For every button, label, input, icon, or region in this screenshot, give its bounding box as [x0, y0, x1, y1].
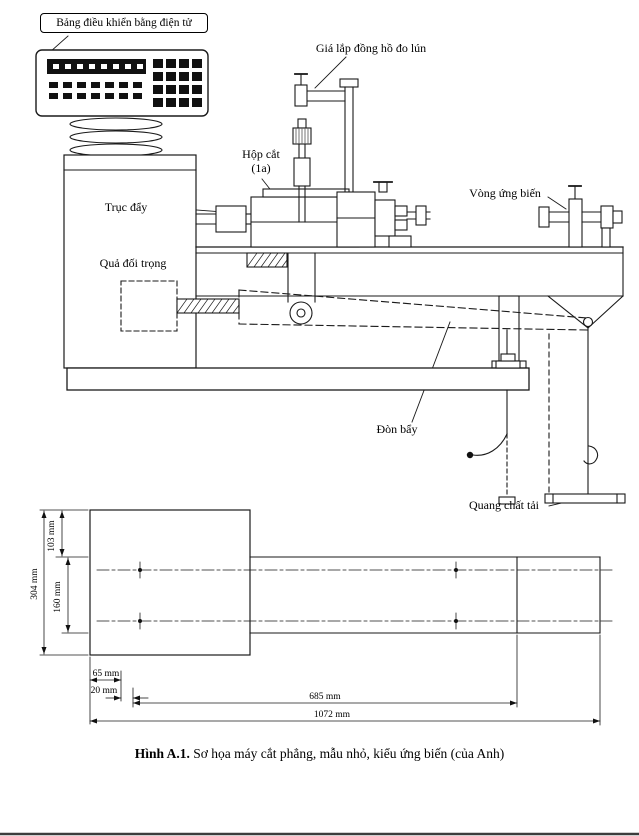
figure-caption: Hình A.1. Sơ họa máy cắt phẳng, mẫu nhỏ,…: [0, 746, 639, 762]
caption-text: Sơ họa máy cắt phẳng, mẫu nhỏ, kiểu ứng …: [193, 746, 505, 761]
panel-keys: [49, 59, 202, 107]
dim-20mm: 20 mm: [91, 686, 118, 696]
jack-crank-drawing: [466, 329, 521, 505]
lever-fulcrum-yoke: [246, 252, 316, 325]
label-lever: Đòn bẩy: [376, 422, 418, 436]
loading-rod-drawing: [292, 118, 312, 223]
dim-103mm: 103 mm: [47, 520, 57, 552]
dim-160mm: 160 mm: [53, 581, 63, 613]
gauge-mount-drawing: [294, 73, 359, 193]
dimension-labels: 103 mm 160 mm 304 mm 65 mm 20 mm 685 mm …: [30, 520, 351, 720]
label-load-hanger: Quang chất tải: [469, 498, 539, 512]
bellows: [69, 117, 163, 157]
dim-1072mm: 1072 mm: [314, 710, 351, 720]
lever-drawing: [238, 289, 588, 331]
centerlines: [96, 569, 613, 622]
label-push-shaft: Trục đẩy: [104, 200, 148, 214]
machine-base: [66, 367, 530, 391]
label-shear-box-name: Hộp cắt: [242, 147, 280, 161]
strain-ring-drawing: [538, 185, 623, 248]
display-segments: [53, 64, 143, 69]
label-shear-box: Hộp cắt (1a): [234, 147, 288, 175]
plan-view: [89, 509, 613, 656]
label-control-panel: Bảng điều khiển bằng điện tử: [40, 13, 208, 33]
pedestal: [63, 154, 197, 369]
caption-number: Hình A.1.: [134, 746, 190, 761]
label-gauge-mount: Giá lắp đồng hồ đo lún: [315, 41, 427, 55]
dimension-arrows: [41, 511, 600, 724]
dim-685mm: 685 mm: [309, 692, 341, 702]
label-strain-ring: Vòng ứng biến: [469, 186, 541, 200]
dimension-lines: [39, 509, 601, 726]
label-shear-box-ref: (1a): [251, 161, 271, 175]
label-counterweight: Quả đối trọng: [99, 256, 167, 270]
bolt-holes: [138, 561, 458, 630]
dim-304mm: 304 mm: [30, 568, 40, 600]
crosshead-drawing: [336, 181, 431, 248]
push-shaft-drawing: [195, 205, 252, 233]
dim-65mm: 65 mm: [93, 669, 120, 679]
load-hanger-drawing: [544, 316, 626, 504]
control-panel-drawing: [35, 49, 209, 117]
